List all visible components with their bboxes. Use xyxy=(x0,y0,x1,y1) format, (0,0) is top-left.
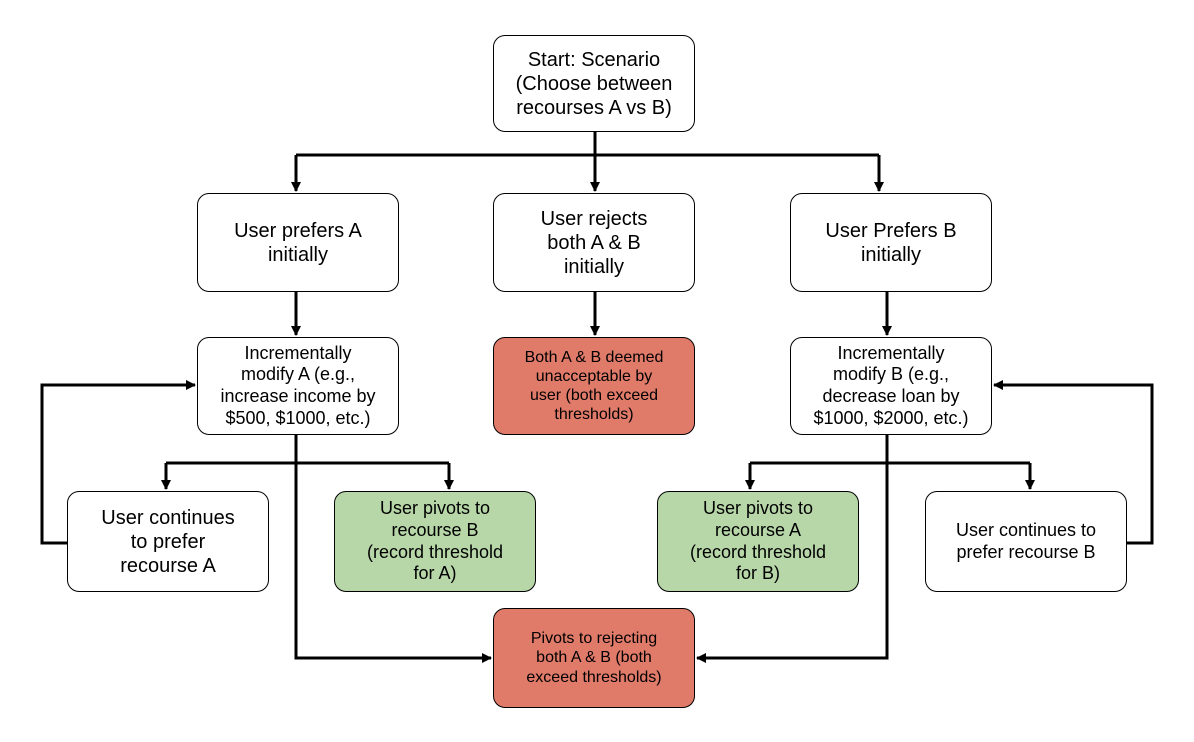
arrow-modify-a-to-pivot-reject xyxy=(294,463,492,663)
both-unacceptable-node: Both A & B deemed unacceptable by user (… xyxy=(493,337,695,435)
user-rejects-both-node: User rejects both A & B initially xyxy=(493,193,695,292)
continue-prefer-b-node: User continues to prefer recourse B xyxy=(925,491,1127,592)
start-scenario-node: Start: Scenario (Choose between recourse… xyxy=(493,35,695,132)
loop-continue-b-to-modify-b xyxy=(993,380,1154,545)
pivot-reject-both-node: Pivots to rejecting both A & B (both exc… xyxy=(493,608,695,708)
connector-modify-a-split xyxy=(166,435,449,465)
user-prefers-b-node: User Prefers B initially xyxy=(790,193,992,292)
modify-a-node: Incrementally modify A (e.g., increase i… xyxy=(197,337,399,435)
modify-b-node: Incrementally modify B (e.g., decrease l… xyxy=(790,337,992,435)
loop-continue-a-to-modify-a xyxy=(40,380,196,545)
pivot-to-a-node: User pivots to recourse A (record thresh… xyxy=(657,491,859,592)
connector-modify-b-split xyxy=(750,435,1030,465)
arrow-modify-b-to-pivot-reject xyxy=(696,463,889,663)
continue-prefer-a-node: User continues to prefer recourse A xyxy=(67,491,269,592)
pivot-to-b-node: User pivots to recourse B (record thresh… xyxy=(334,491,536,592)
user-prefers-a-node: User prefers A initially xyxy=(197,193,399,292)
